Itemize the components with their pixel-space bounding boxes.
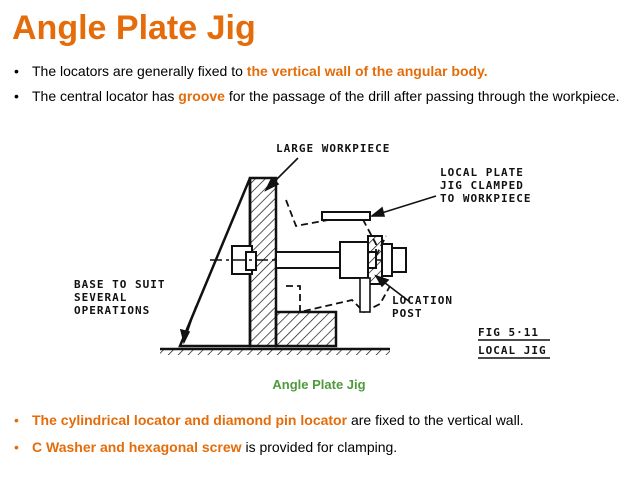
bullet-text: are fixed to the vertical wall. [347, 412, 524, 428]
bullet-highlight: C Washer and hexagonal screw [32, 439, 242, 455]
angle-plate-jig-diagram: LARGE WORKPIECE LOCAL PLATE JIG CLAMPED … [74, 142, 550, 359]
bullet-highlight: The cylindrical locator and diamond pin … [32, 412, 348, 428]
angle-plate-body [178, 176, 338, 348]
bullet-text: The locators are generally fixed to [32, 63, 247, 79]
label-location-1: LOCATION [392, 294, 453, 307]
bullet-dot: • [14, 63, 19, 79]
bullet-item: • The locators are generally fixed to th… [12, 62, 626, 81]
label-base-2: SEVERAL [74, 291, 127, 304]
label-fig-number: FIG 5·11 [478, 326, 539, 339]
bullet-text: The central locator has [32, 88, 179, 104]
bullet-text: for the passage of the drill after passi… [224, 88, 620, 104]
bullet-item: • The central locator has groove for the… [12, 87, 626, 106]
leader-arrows [179, 157, 437, 345]
figure-caption: Angle Plate Jig [272, 377, 366, 392]
slide-title: Angle Plate Jig [12, 9, 256, 47]
bullet-dot: • [14, 412, 19, 428]
label-location-2: POST [392, 307, 423, 320]
clamping-stud [210, 235, 408, 285]
bottom-bullet-list: • The cylindrical locator and diamond pi… [12, 411, 626, 465]
bullet-highlight: the vertical wall of the angular body. [246, 63, 488, 79]
top-bullet-list: • The locators are generally fixed to th… [12, 62, 626, 112]
local-plate [321, 211, 371, 221]
bullet-dot: • [14, 439, 19, 455]
location-post [359, 277, 371, 313]
label-large-workpiece: LARGE WORKPIECE [276, 142, 390, 155]
label-local-plate-3: TO WORKPIECE [440, 192, 531, 205]
bullet-text: is provided for clamping. [241, 439, 398, 455]
label-fig-title: LOCAL JIG [478, 344, 547, 357]
label-base-3: OPERATIONS [74, 304, 150, 317]
bullet-dot: • [14, 88, 19, 104]
bullet-item: • The cylindrical locator and diamond pi… [12, 411, 626, 430]
label-local-plate-2: JIG CLAMPED [440, 179, 524, 192]
label-base-1: BASE TO SUIT [74, 278, 165, 291]
bullet-item: • C Washer and hexagonal screw is provid… [12, 438, 626, 457]
ground-line [160, 347, 390, 355]
label-local-plate-1: LOCAL PLATE [440, 166, 524, 179]
bullet-highlight: groove [178, 88, 225, 104]
